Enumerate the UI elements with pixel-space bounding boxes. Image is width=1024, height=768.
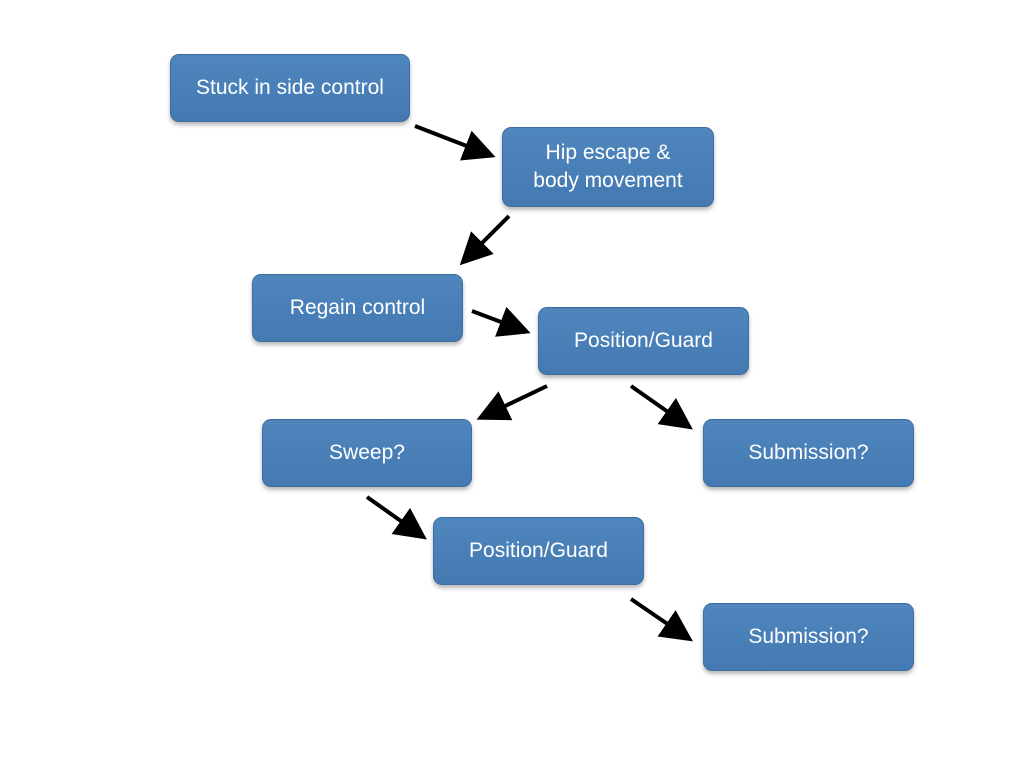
node-position-guard: Position/Guard [538,307,749,375]
arrow-sweep-to-position [365,495,427,540]
arrow-regain-to-position [471,306,531,337]
arrow-hip-escape-to-regain [459,214,511,266]
node-sweep: Sweep? [262,419,472,487]
node-regain-control: Regain control [252,274,463,342]
node-position-guard-second: Position/Guard [433,517,644,585]
node-stuck-in-side-control: Stuck in side control [170,54,410,122]
arrow-position-to-submission [629,384,693,430]
node-hip-escape: Hip escape & body movement [502,127,714,207]
arrow-position-to-sweep [476,384,548,421]
arrow-position-to-submission-final [629,597,693,642]
node-submission: Submission? [703,419,914,487]
arrow-stuck-to-hip-escape [414,124,496,161]
node-submission-final: Submission? [703,603,914,671]
